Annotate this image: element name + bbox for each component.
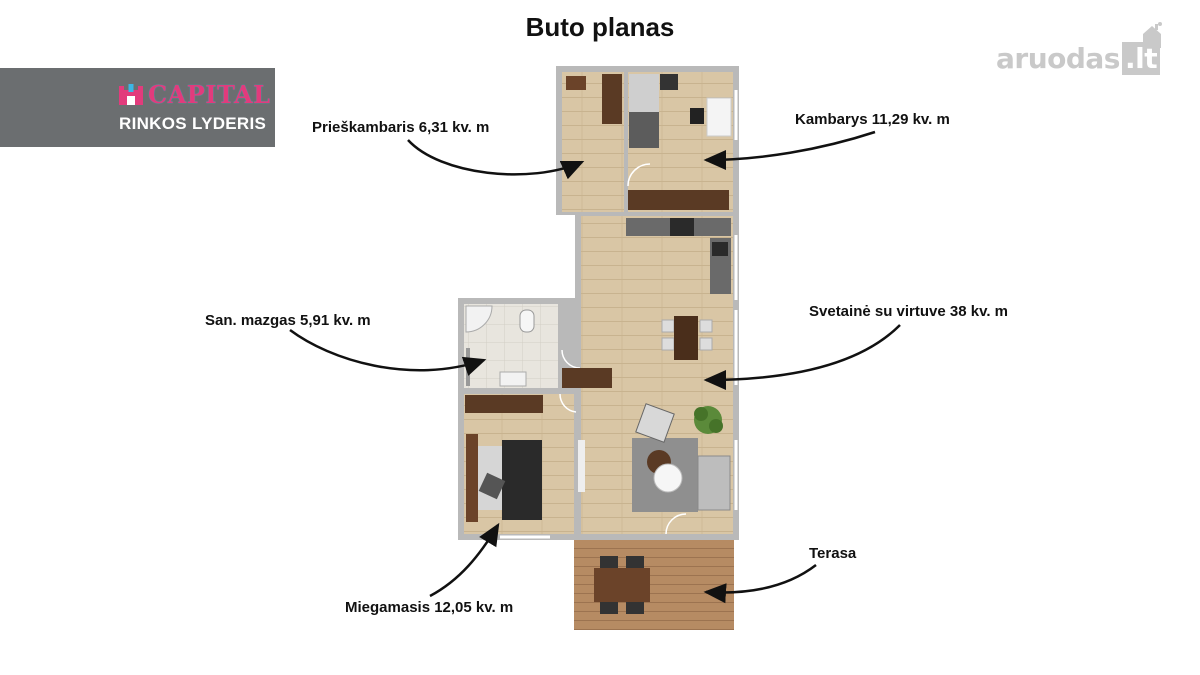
brand-banner: CAPITAL RINKOS LYDERIS	[0, 68, 275, 147]
hallway-furniture	[566, 74, 622, 124]
brand-logo: CAPITAL	[118, 80, 271, 109]
arrow-hallway	[407, 139, 585, 180]
page-title: Buto planas	[525, 12, 675, 42]
label-bathroom: San. mazgas 5,91 kv. m	[205, 312, 371, 329]
brand-name: CAPITAL	[148, 80, 271, 109]
watermark: aruodas.lt	[996, 22, 1162, 75]
label-room: Kambarys 11,29 kv. m	[795, 111, 950, 128]
bedroom-furniture	[465, 395, 543, 522]
label-bedroom: Miegamasis 12,05 kv. m	[345, 599, 514, 616]
watermark-text: aruodas	[996, 42, 1120, 75]
arrow-living	[703, 324, 901, 390]
living-furniture	[578, 403, 731, 512]
dining-set	[661, 316, 713, 360]
callout-arrows	[289, 130, 901, 604]
windows	[500, 90, 738, 539]
bathroom-fixtures	[465, 305, 535, 387]
house-icon	[1143, 22, 1162, 48]
doors	[559, 47, 687, 535]
castle-icon	[119, 83, 143, 105]
label-living: Svetainė su virtuve 38 kv. m	[809, 303, 1008, 320]
label-hallway: Prieškambaris 6,31 kv. m	[312, 119, 490, 136]
arrow-terrace	[703, 564, 817, 604]
brand-tagline: RINKOS LYDERIS	[119, 114, 267, 133]
terrace-furniture	[594, 556, 650, 614]
arrow-room	[703, 130, 876, 170]
tv-stand	[562, 368, 612, 388]
room-furniture	[628, 74, 732, 210]
interior-walls	[464, 72, 733, 534]
arrow-bathroom	[289, 328, 487, 376]
kitchen	[626, 218, 731, 294]
arrow-bedroom	[429, 522, 500, 598]
label-terrace: Terasa	[809, 545, 857, 562]
